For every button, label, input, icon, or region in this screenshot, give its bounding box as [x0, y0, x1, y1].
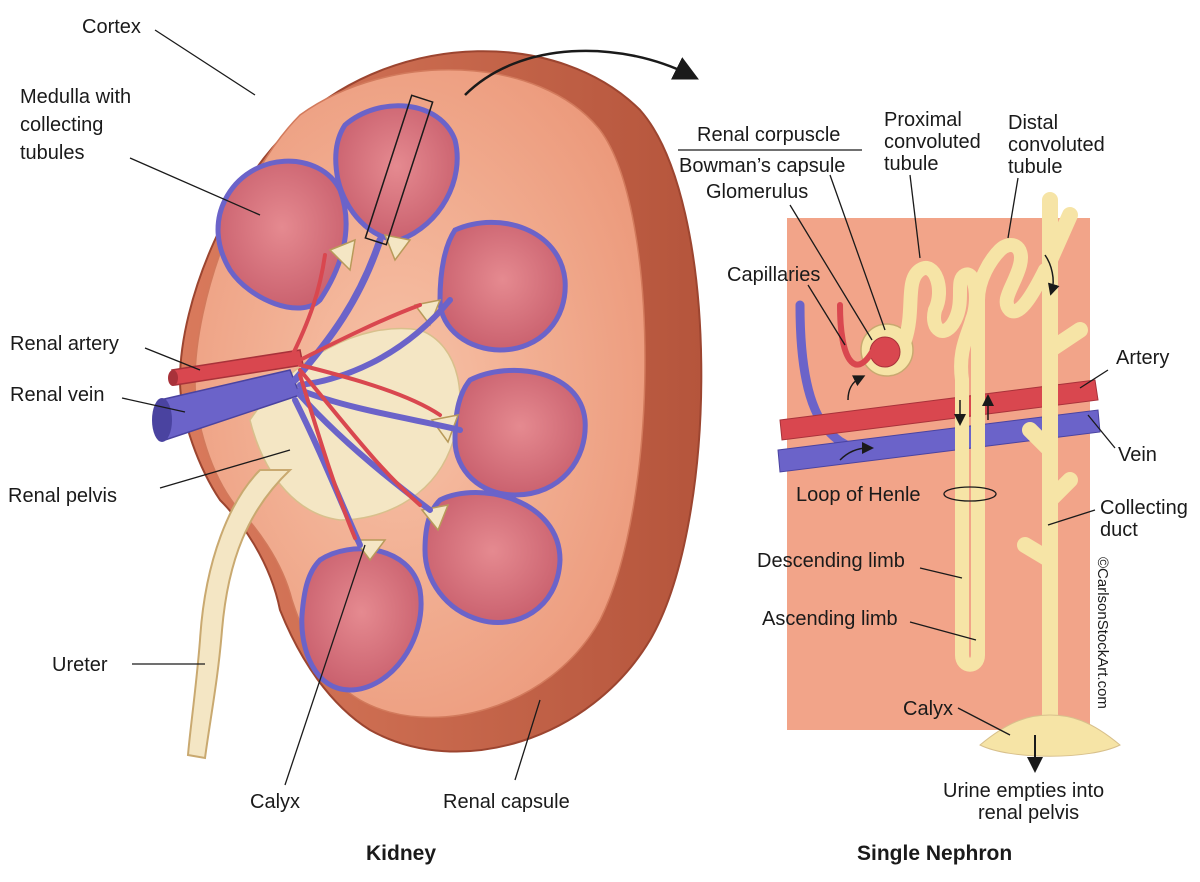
- label-artery: Artery: [1116, 347, 1169, 369]
- pyramid-3: [437, 219, 568, 353]
- nephron-zoom-box: [364, 94, 434, 246]
- vessel-branches: [288, 236, 463, 548]
- pyramid-6: [299, 546, 424, 693]
- kidney-illustration: [152, 49, 703, 760]
- label-kidney-calyx: Calyx: [250, 791, 300, 813]
- kidney-leader-lines: [121, 29, 541, 786]
- kidney-title: Kidney: [366, 842, 436, 865]
- label-ascending-limb: Ascending limb: [762, 608, 898, 630]
- nephron-labels: Renal corpuscle Bowman’s capsule Glomeru…: [679, 109, 1188, 865]
- nephron-calyx-shape: [979, 714, 1121, 757]
- label-cortex: Cortex: [82, 16, 141, 38]
- label-distal-line3: tubule: [1008, 156, 1063, 178]
- label-medulla-line1: Medulla with: [20, 86, 131, 108]
- label-urine-line1: Urine empties into: [943, 780, 1104, 802]
- label-glomerulus: Glomerulus: [706, 181, 808, 203]
- collecting-duct-shape: [1017, 192, 1088, 738]
- label-urine-line2: renal pelvis: [978, 802, 1079, 824]
- label-medulla-line2: collecting: [20, 114, 103, 136]
- label-distal-line2: convoluted: [1008, 134, 1105, 156]
- label-nephron-calyx: Calyx: [903, 698, 953, 720]
- nephron-vein: [777, 409, 1101, 473]
- label-ureter: Ureter: [52, 654, 108, 676]
- pyramid-2: [333, 103, 460, 243]
- flow-arrows: [839, 254, 1060, 773]
- label-collecting-line1: Collecting: [1100, 497, 1188, 519]
- pyramid-1: [215, 158, 349, 311]
- label-renal-artery: Renal artery: [10, 333, 119, 355]
- pyramid-4: [452, 367, 588, 498]
- label-descending-limb: Descending limb: [757, 550, 905, 572]
- label-capillaries: Capillaries: [727, 264, 820, 286]
- label-renal-capsule: Renal capsule: [443, 791, 570, 813]
- renal-artery-opening: [168, 370, 178, 386]
- loop-of-henle-marker: [943, 486, 997, 502]
- pyramid-5: [422, 490, 563, 625]
- nephron-illustration: [777, 192, 1121, 773]
- label-renal-corpuscle: Renal corpuscle: [697, 124, 840, 146]
- label-proximal-line3: tubule: [884, 153, 939, 175]
- label-proximal-line2: convoluted: [884, 131, 981, 153]
- zoom-arrow: [464, 49, 699, 96]
- label-proximal-line1: Proximal: [884, 109, 962, 131]
- label-loop-of-henle: Loop of Henle: [796, 484, 921, 506]
- copyright-text: ©CarlsonStockArt.com: [1094, 557, 1111, 709]
- nephron-leader-lines: [678, 149, 1116, 736]
- ureter-shape: [186, 469, 293, 760]
- label-bowmans-capsule: Bowman’s capsule: [679, 155, 845, 177]
- label-renal-pelvis: Renal pelvis: [8, 485, 117, 507]
- label-vein: Vein: [1118, 444, 1157, 466]
- loop-of-henle-shape: [955, 238, 1052, 672]
- label-renal-vein: Renal vein: [10, 384, 105, 406]
- nephron-title: Single Nephron: [857, 842, 1012, 865]
- renal-vein-opening: [152, 398, 172, 442]
- kidney-labels: Cortex Medulla with collecting tubules R…: [8, 16, 570, 865]
- nephron-artery: [779, 379, 1099, 441]
- label-distal-line1: Distal: [1008, 112, 1058, 134]
- medullary-pyramids: [215, 103, 588, 693]
- label-collecting-line2: duct: [1100, 519, 1138, 541]
- label-medulla-line3: tubules: [20, 142, 85, 164]
- capillary-artery: [837, 302, 875, 368]
